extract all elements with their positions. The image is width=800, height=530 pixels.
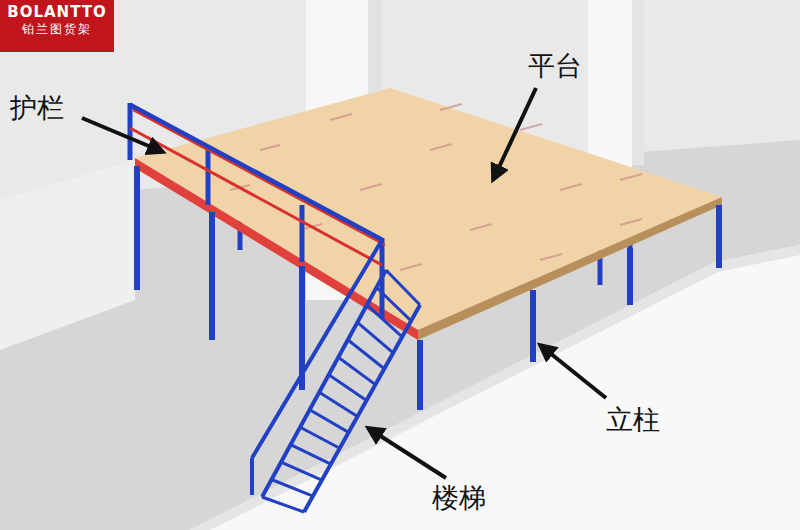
stairs-part	[291, 445, 331, 465]
room-part	[588, 0, 632, 170]
columns-part	[530, 290, 536, 362]
stairs	[252, 240, 420, 512]
stairs-part	[357, 322, 393, 352]
brand-name: BOLANTTO	[6, 3, 108, 21]
deck-part	[135, 88, 722, 330]
front-wall	[190, 245, 800, 530]
leader-lines-part	[82, 118, 163, 152]
stairs-part	[272, 480, 313, 497]
leader-lines-part	[540, 345, 606, 398]
stairs-part	[262, 270, 386, 497]
deck-part-part	[620, 174, 642, 180]
leader-lines	[82, 88, 606, 478]
room-part	[0, 160, 135, 350]
deck-part	[230, 104, 642, 270]
stairs-part	[252, 240, 382, 458]
stairs-part	[300, 427, 340, 448]
guardrail-part	[128, 103, 133, 160]
deck-part-part	[260, 145, 280, 150]
logo-box: BOLANTTO铂兰图货架	[0, 0, 114, 52]
stairs-part	[319, 392, 357, 416]
columns-part	[627, 248, 633, 305]
guardrail-part	[130, 105, 382, 240]
stairs-part	[262, 497, 304, 512]
stairs-part	[348, 340, 385, 369]
deck-part-part	[540, 254, 562, 260]
deck-part-part	[560, 184, 582, 190]
columns-part	[134, 166, 140, 290]
guardrail-part	[133, 110, 385, 245]
stairs-part	[329, 375, 367, 401]
part-label: 立柱	[606, 402, 660, 438]
guardrail-part	[130, 128, 382, 265]
guardrail	[130, 103, 385, 318]
part-label: 楼梯	[432, 480, 486, 516]
deck-part-part	[360, 184, 382, 190]
stairs-part	[250, 458, 254, 495]
stairs-part	[281, 462, 322, 480]
stairs-part	[367, 305, 402, 337]
guardrail-part	[300, 205, 305, 262]
front-wall-part	[190, 245, 800, 530]
deck-part-part	[400, 264, 422, 270]
stairs-part	[310, 410, 349, 433]
columns	[137, 166, 719, 410]
deck-part-part	[430, 144, 452, 150]
columns-part	[417, 340, 423, 410]
part-label: 护栏	[10, 90, 64, 126]
deck-part-part	[520, 124, 542, 130]
guardrail-part	[206, 150, 211, 205]
stairs-part	[386, 270, 420, 305]
deck-part-part	[440, 104, 462, 110]
deck-part-part	[620, 219, 642, 225]
deck	[135, 88, 722, 340]
leader-lines-part	[368, 428, 446, 478]
columns-part	[716, 205, 722, 268]
stairs-part	[338, 357, 375, 384]
brand-subtitle: 铂兰图货架	[6, 21, 108, 38]
part-label: 平台	[528, 48, 582, 84]
deck-part-part	[330, 114, 352, 120]
columns-part	[209, 212, 215, 340]
room-part	[632, 0, 644, 165]
front-wall-part	[190, 245, 800, 530]
leader-lines-part	[493, 88, 536, 180]
deck-part-part	[470, 224, 492, 230]
